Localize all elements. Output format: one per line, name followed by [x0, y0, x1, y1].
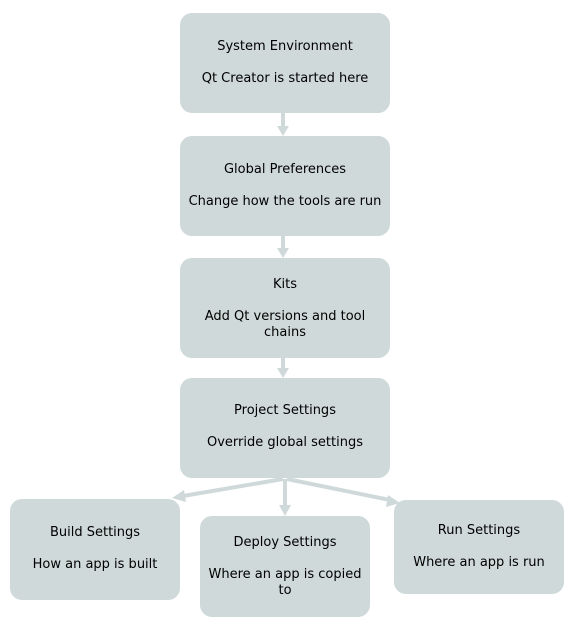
edge-project-to-run — [286, 477, 400, 507]
node-global-preferences: Global Preferences Change how the tools … — [180, 136, 390, 236]
node-title: System Environment — [217, 39, 353, 54]
node-run-settings: Run Settings Where an app is run — [394, 500, 564, 594]
node-title: Global Preferences — [223, 162, 347, 177]
node-system-environment: System Environment Qt Creator is started… — [180, 13, 390, 113]
edge-project-to-deploy — [279, 479, 291, 516]
node-build-settings: Build Settings How an app is built — [10, 499, 180, 600]
node-project-settings: Project Settings Override global setting… — [180, 378, 390, 478]
node-description: Change how the tools are run — [188, 194, 382, 209]
node-description: Add Qt versions and tool chains — [204, 309, 366, 340]
edge-system-to-global — [277, 113, 289, 136]
node-title: Project Settings — [234, 403, 336, 418]
node-title: Deploy Settings — [233, 535, 337, 550]
edge-global-to-kits — [277, 236, 289, 258]
node-description: Override global settings — [207, 435, 363, 450]
node-title: Run Settings — [437, 523, 521, 538]
edge-kits-to-project — [277, 358, 289, 378]
node-title: Kits — [272, 277, 297, 292]
node-description: Qt Creator is started here — [201, 71, 369, 86]
node-deploy-settings: Deploy Settings Where an app is copied t… — [200, 516, 370, 617]
node-description: How an app is built — [32, 557, 158, 572]
node-description: Where an app is copied to — [208, 567, 362, 598]
node-kits: Kits Add Qt versions and tool chains — [180, 258, 390, 358]
node-title: Build Settings — [49, 525, 141, 540]
edge-project-to-build — [172, 477, 284, 502]
node-description: Where an app is run — [413, 555, 545, 570]
